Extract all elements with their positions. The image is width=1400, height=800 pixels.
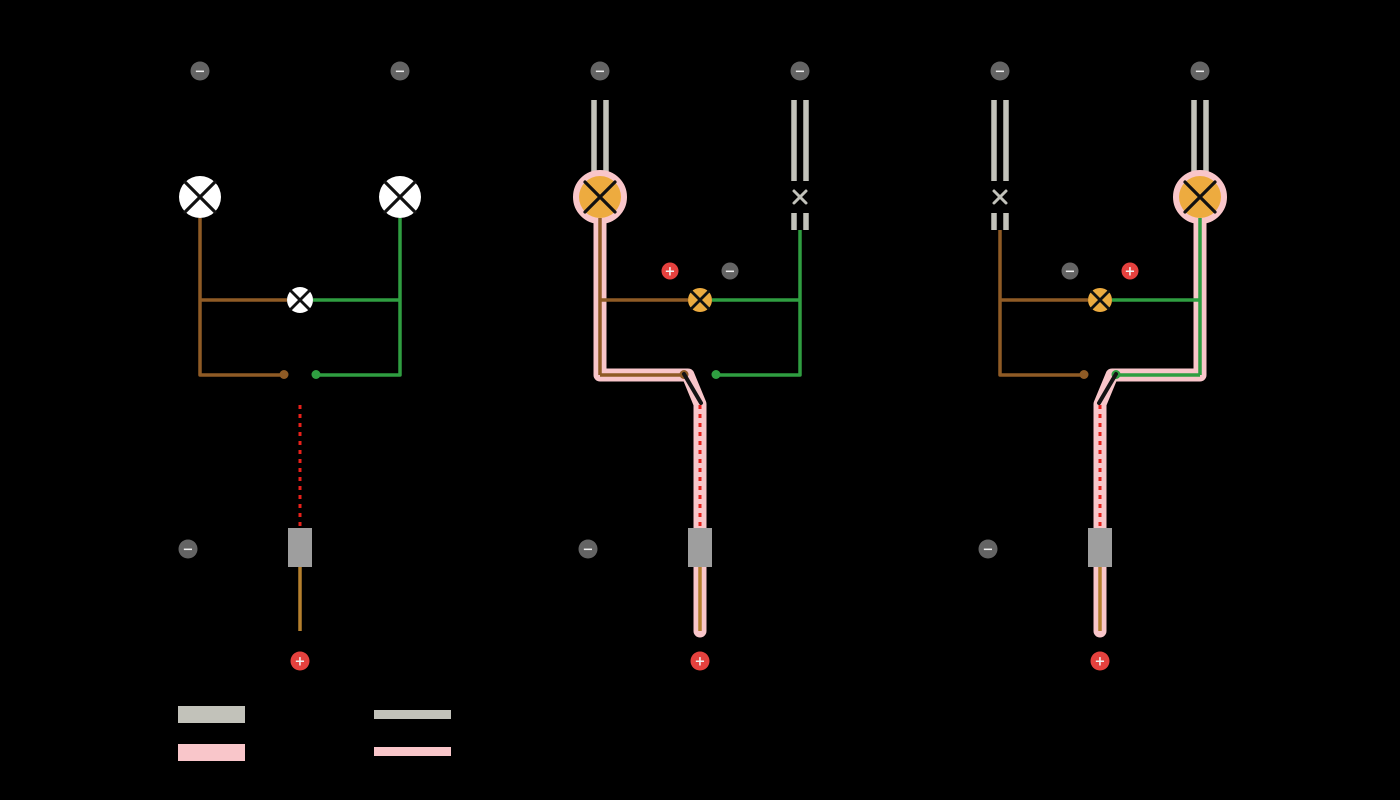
switch-contact-brown bbox=[1079, 370, 1089, 379]
panel-left-indicator-on: − − bbox=[573, 61, 810, 671]
lamp-x-icon bbox=[1183, 180, 1217, 214]
minus-sign: − bbox=[995, 65, 1006, 80]
negative-terminal: − bbox=[590, 61, 610, 81]
switch-contact-green bbox=[311, 370, 321, 379]
minus-sign: − bbox=[795, 65, 806, 80]
terminal-circle bbox=[1190, 61, 1210, 81]
left-lamp-off bbox=[179, 176, 221, 218]
lamp-x-icon bbox=[992, 189, 1008, 205]
lamp-x-icon bbox=[383, 180, 417, 214]
left-lamp-off bbox=[991, 100, 1009, 230]
plus-sign: + bbox=[665, 265, 676, 280]
indicator-lamp-off bbox=[287, 287, 313, 313]
connector-block bbox=[288, 528, 312, 567]
left-lamp-on bbox=[579, 176, 621, 218]
switch-contact-green bbox=[711, 370, 721, 379]
live-wire-glow bbox=[1093, 212, 1207, 638]
terminal-circle bbox=[178, 539, 198, 559]
switch-contact-brown bbox=[279, 370, 289, 379]
minus-sign: − bbox=[983, 543, 994, 558]
minus-sign: − bbox=[1065, 265, 1076, 280]
negative-terminal: − bbox=[990, 61, 1010, 81]
legend-swatch-thick-pink bbox=[178, 744, 245, 761]
wire-brown bbox=[998, 230, 1084, 377]
lamp-x-icon bbox=[583, 180, 617, 214]
minus-sign: − bbox=[725, 265, 736, 280]
badge-circle bbox=[721, 262, 739, 280]
plus-sign: + bbox=[1125, 265, 1136, 280]
indicator-lamp-on bbox=[1088, 288, 1112, 312]
legend-swatch-thick-gray bbox=[178, 706, 245, 723]
negative-terminal: − bbox=[790, 61, 810, 81]
panel-right-indicator-on: − − bbox=[978, 61, 1227, 671]
positive-terminal: + bbox=[1090, 651, 1110, 671]
minus-sign: − bbox=[395, 65, 406, 80]
right-lamp-on bbox=[1179, 176, 1221, 218]
polarity-negative-badge: − bbox=[721, 262, 739, 280]
plus-sign: + bbox=[695, 655, 706, 670]
positive-terminal: + bbox=[290, 651, 310, 671]
switch-lever bbox=[682, 372, 703, 405]
polarity-positive-badge: + bbox=[1121, 262, 1139, 280]
negative-terminal: − bbox=[978, 539, 998, 559]
wire-green bbox=[718, 230, 802, 377]
lamp-x-icon bbox=[289, 289, 311, 311]
minus-sign: − bbox=[583, 543, 594, 558]
panel-indicators-off: − − + bbox=[178, 61, 421, 671]
wire-green bbox=[316, 218, 402, 377]
polarity-positive-badge: + bbox=[661, 262, 679, 280]
minus-sign: − bbox=[595, 65, 606, 80]
lamp-x-icon bbox=[792, 189, 808, 205]
right-lamp-off bbox=[791, 100, 809, 230]
terminal-circle bbox=[790, 61, 810, 81]
wire-brown bbox=[198, 218, 284, 377]
legend bbox=[178, 706, 451, 761]
badge-circle bbox=[661, 262, 679, 280]
positive-terminal: + bbox=[690, 651, 710, 671]
negative-terminal: − bbox=[1190, 61, 1210, 81]
minus-sign: − bbox=[195, 65, 206, 80]
terminal-circle bbox=[1090, 651, 1110, 671]
negative-terminal: − bbox=[578, 539, 598, 559]
live-wire-glow bbox=[593, 212, 707, 638]
plus-sign: + bbox=[295, 655, 306, 670]
terminal-circle bbox=[690, 651, 710, 671]
terminal-circle bbox=[390, 61, 410, 81]
terminal-circle bbox=[578, 539, 598, 559]
lamp-x-icon bbox=[1090, 290, 1110, 310]
switch-lever bbox=[1097, 372, 1118, 405]
terminal-circle bbox=[590, 61, 610, 81]
negative-terminal: − bbox=[390, 61, 410, 81]
plus-sign: + bbox=[1095, 655, 1106, 670]
legend-swatch-thin-gray bbox=[374, 710, 451, 719]
polarity-negative-badge: − bbox=[1061, 262, 1079, 280]
negative-terminal: − bbox=[178, 539, 198, 559]
legend-swatch-thin-pink bbox=[374, 747, 451, 756]
connector-block bbox=[1088, 528, 1112, 567]
connector-block bbox=[688, 528, 712, 567]
terminal-circle bbox=[990, 61, 1010, 81]
badge-circle bbox=[1061, 262, 1079, 280]
right-lamp-off bbox=[379, 176, 421, 218]
lamp-x-icon bbox=[183, 180, 217, 214]
lamp-x-icon bbox=[690, 290, 710, 310]
terminal-circle bbox=[290, 651, 310, 671]
minus-sign: − bbox=[183, 543, 194, 558]
minus-sign: − bbox=[1195, 65, 1206, 80]
badge-circle bbox=[1121, 262, 1139, 280]
terminal-circle bbox=[190, 61, 210, 81]
terminal-circle bbox=[978, 539, 998, 559]
indicator-lamp-on bbox=[688, 288, 712, 312]
negative-terminal: − bbox=[190, 61, 210, 81]
